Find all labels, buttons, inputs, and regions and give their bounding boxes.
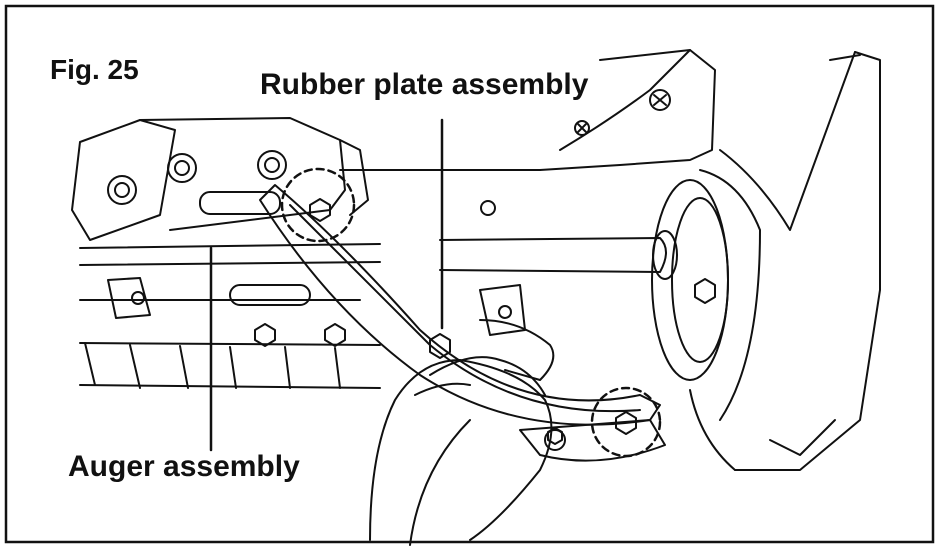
highlight-bolt-lower [590,386,662,458]
plate-nut [429,333,451,359]
bracket-bolt [649,89,671,111]
figure-number: Fig. 25 [50,54,139,85]
shear-nut [324,323,346,347]
bracket-bolt [480,200,496,216]
side-bracket [480,49,716,216]
housing-bolt [107,175,137,205]
rubber-plate-callout: Rubber plate assembly [260,68,589,101]
figure-frame [4,4,935,544]
housing-panel [689,51,881,471]
bracket-bolt [574,120,590,136]
shear-nut [254,323,276,347]
impeller-disc [651,179,729,381]
auger-callout: Auger assembly [68,450,300,483]
housing-bolt [167,153,197,183]
housing-bolt [257,150,287,180]
rubber-plate [259,184,666,462]
highlight-bolt-upper [280,167,356,243]
plate-bolt [615,411,637,435]
plate-bolt [309,198,331,222]
plate-nut [544,429,566,451]
hands [369,319,555,546]
auger-housing-top [71,117,541,241]
